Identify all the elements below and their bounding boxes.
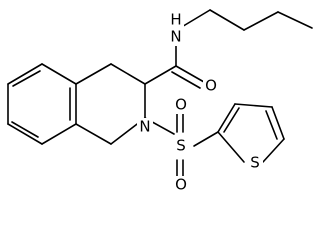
- sulfonyl-o-top-label: O: [175, 96, 187, 114]
- bond-butyl-4: [277, 11, 313, 29]
- bond-s-to-thiophene: [193, 131, 219, 147]
- bond-butyl-3: [243, 11, 279, 31]
- sulfonyl-o-bottom-label: O: [175, 176, 187, 194]
- amide-h-label: H: [170, 11, 181, 29]
- bond-benzene-3: [7, 123, 43, 145]
- bond-thiophene-1-double: [223, 107, 240, 133]
- molecule-diagram: N H O N S O O S: [7, 9, 313, 194]
- ring-n-label: N: [139, 118, 150, 136]
- bond-butyl-1: [179, 9, 211, 29]
- carbonyl-o-label: O: [205, 77, 217, 95]
- bond-thiophene-5: [217, 131, 245, 163]
- bond-c4-ar: [75, 63, 112, 85]
- sulfonyl-s-label: S: [176, 137, 186, 155]
- bond-benzene-2: [41, 123, 77, 145]
- bond-thiophene-3-double: [265, 110, 278, 140]
- bond-thiophene-2: [234, 103, 273, 108]
- bond-thiophene-1: [217, 103, 236, 133]
- bond-lines: [7, 9, 313, 177]
- thiophene-s-label: S: [250, 154, 260, 172]
- amide-n-label: N: [170, 28, 181, 46]
- bond-c3-to-carbonyl: [144, 65, 177, 85]
- bond-benzene-3-double: [11, 121, 39, 138]
- bond-c4-c3: [110, 63, 146, 85]
- bond-carbonyl-double-2: [171, 71, 201, 89]
- bond-c1-ar: [75, 123, 112, 145]
- bond-butyl-2: [209, 9, 245, 31]
- bond-benzene-5-double: [12, 70, 41, 87]
- bond-thiophene-3: [271, 106, 285, 140]
- bond-carbonyl-double-1: [175, 65, 205, 83]
- bond-thiophene-4: [262, 138, 285, 163]
- atom-labels: N H O N S O O S: [137, 11, 263, 194]
- bond-benzene-6: [41, 63, 77, 85]
- bond-benzene-5: [7, 63, 43, 85]
